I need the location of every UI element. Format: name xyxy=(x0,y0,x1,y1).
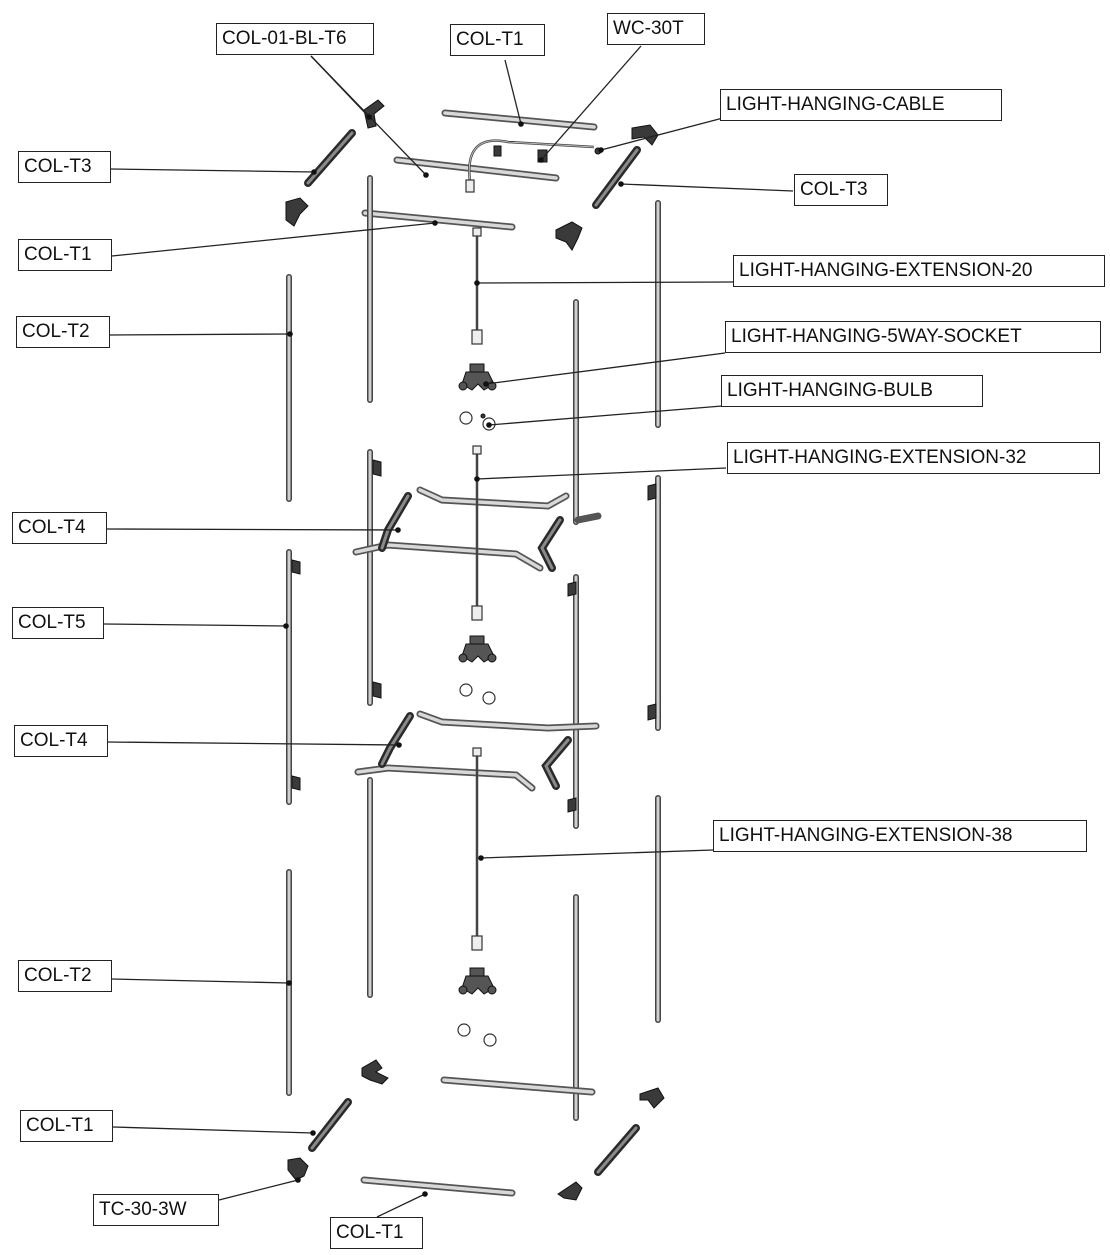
callout-col-t2-upper: COL-T2 xyxy=(16,316,110,348)
hanging-light-assembly xyxy=(457,227,497,1047)
callout-light-hanging-cable: LIGHT-HANGING-CABLE xyxy=(720,89,1002,121)
callout-col-t4-lower: COL-T4 xyxy=(14,725,108,757)
top-connector-back-left xyxy=(363,99,385,129)
leader-lines xyxy=(103,45,794,1218)
callout-wc-30t: WC-30T xyxy=(607,13,705,45)
callout-col-t1-bottom: COL-T1 xyxy=(330,1217,423,1249)
middle-frame-lower xyxy=(354,710,600,792)
bulb-1a xyxy=(459,411,473,425)
callout-col-t3-left: COL-T3 xyxy=(18,151,111,183)
five-way-socket-2 xyxy=(458,635,497,663)
callout-col-t2-lower: COL-T2 xyxy=(18,960,112,992)
top-connector-front-left xyxy=(285,197,309,227)
bottom-connector-front-right xyxy=(557,1181,583,1201)
bottom-connector-front-left xyxy=(287,1157,309,1181)
top-connector-back-right xyxy=(631,124,659,146)
callout-col-t1-left: COL-T1 xyxy=(18,239,112,271)
top-frame xyxy=(285,99,659,251)
callout-light-hanging-extension-32: LIGHT-HANGING-EXTENSION-32 xyxy=(727,442,1100,474)
bottom-frame xyxy=(287,1059,665,1201)
bulb-3b xyxy=(483,1033,497,1047)
callout-light-hanging-extension-38: LIGHT-HANGING-EXTENSION-38 xyxy=(713,820,1087,852)
five-way-socket-3 xyxy=(458,967,497,995)
callout-col-t5: COL-T5 xyxy=(12,607,104,639)
five-way-socket-1 xyxy=(458,363,497,391)
columns xyxy=(286,175,661,1121)
callout-col-t4-upper: COL-T4 xyxy=(12,512,107,544)
callout-col-t3-right: COL-T3 xyxy=(794,174,888,206)
bulb-2a xyxy=(459,683,473,697)
bulb-3a xyxy=(457,1023,471,1037)
bottom-connector-back-left xyxy=(361,1059,389,1085)
callout-col-t1-bottom-left: COL-T1 xyxy=(20,1110,113,1142)
callout-col-01-bl-t6: COL-01-BL-T6 xyxy=(216,23,374,55)
callout-tc-30-3w: TC-30-3W xyxy=(93,1194,219,1226)
bottom-connector-back-right xyxy=(639,1087,665,1109)
top-connector-front-right xyxy=(555,221,583,251)
callout-light-hanging-extension-20: LIGHT-HANGING-EXTENSION-20 xyxy=(733,255,1105,287)
callout-light-hanging-bulb: LIGHT-HANGING-BULB xyxy=(721,375,983,407)
bulb-2b xyxy=(482,691,496,705)
callout-col-t1-top: COL-T1 xyxy=(450,24,545,56)
callout-light-hanging-5way-socket: LIGHT-HANGING-5WAY-SOCKET xyxy=(725,321,1101,353)
